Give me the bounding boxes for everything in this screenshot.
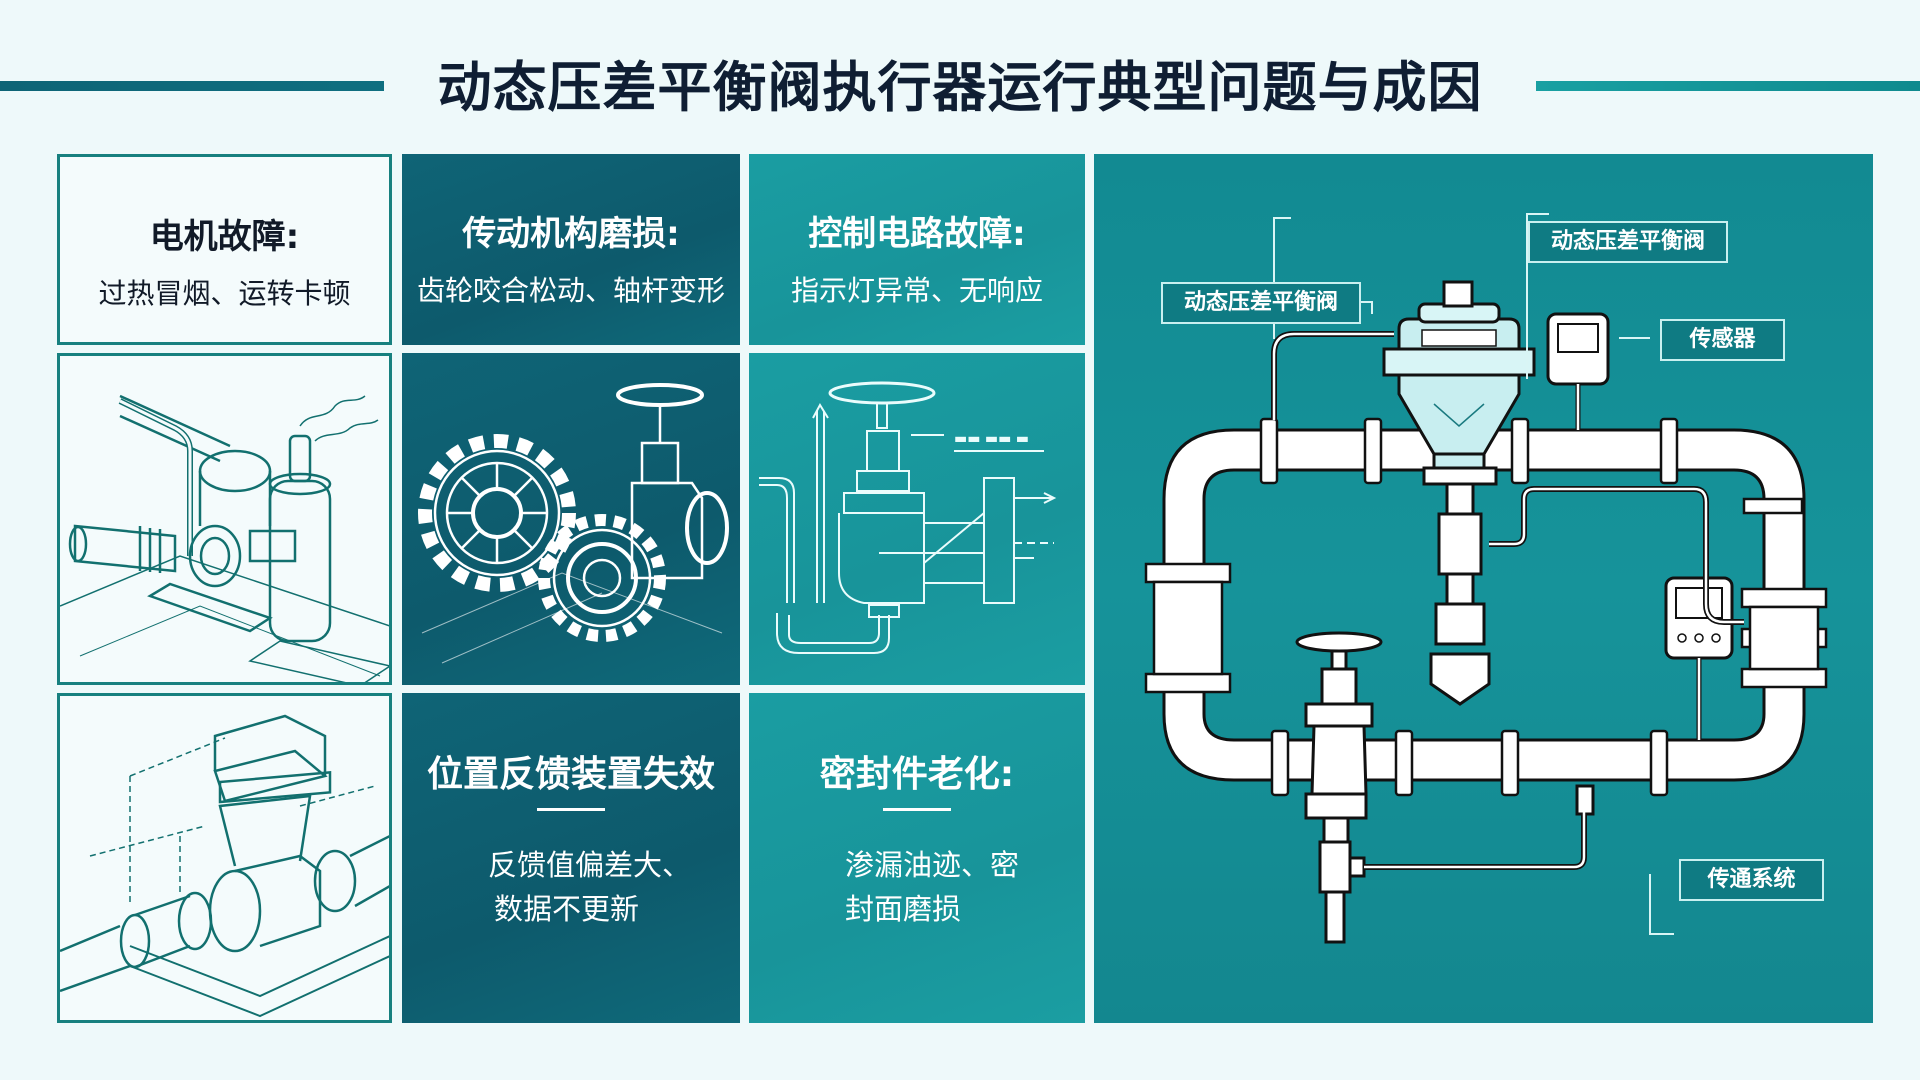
overheating-motor-illustration (57, 353, 392, 685)
card-detail: 过热冒烟、运转卡顿 (98, 277, 351, 310)
card-heading: 传动机构磨损: (462, 214, 680, 254)
actuator-on-pipe-illustration (57, 693, 392, 1023)
card-detail: 齿轮咬合松动、轴杆变形 (416, 274, 725, 307)
card-detail-line: 反馈值偏差大、 (488, 848, 692, 882)
heading-divider (537, 808, 605, 811)
gears-drawing (418, 383, 729, 664)
card-detail-line: 渗漏油迹、密 (845, 848, 1020, 882)
card-detail: 指示灯异常、无响应 (790, 274, 1043, 307)
gate-valve (1295, 631, 1595, 944)
card-heading: 控制电路故障: (808, 214, 1026, 254)
card-transmission-wear: 传动机构磨损: 齿轮咬合松动、轴杆变形 (402, 154, 740, 345)
label-sensor: 传感器 (1660, 319, 1785, 361)
label-dp-valve-top: 动态压差平衡阀 (1528, 221, 1728, 263)
card-heading: 位置反馈装置失效 (426, 754, 715, 795)
gears-and-valve-illustration (402, 353, 740, 685)
card-detail-line: 数据不更新 (494, 892, 640, 926)
angle-valve-blueprint-illustration: ▬▬ ▬▬ ▬ (749, 353, 1085, 685)
card-detail-line: 封面磨损 (845, 892, 962, 926)
actuator-drawing (60, 714, 389, 1018)
heading-divider (883, 808, 951, 811)
title-rule-right (1536, 81, 1920, 91)
page-title: 动态压差平衡阀执行器运行典型问题与成因 (437, 56, 1483, 119)
motor-drawing (60, 394, 389, 682)
sensors (1546, 312, 1734, 740)
dp-balancing-valve (1382, 280, 1536, 706)
card-control-circuit-fault: 控制电路故障: 指示灯异常、无响应 (749, 154, 1085, 345)
card-heading: 密封件老化: (819, 754, 1015, 795)
piping-diagram-drawing (1144, 213, 1828, 944)
card-seal-aging: 密封件老化: 渗漏油迹、密 封面磨损 (749, 693, 1085, 1023)
blueprint-drawing: ▬▬ ▬▬ ▬ (759, 381, 1057, 654)
label-transmission-system: 传通系统 (1679, 859, 1824, 901)
flanges (1144, 417, 1828, 797)
piping-system-diagram: 动态压差平衡阀 动态压差平衡阀 传感器 传通系统 (1094, 154, 1873, 1023)
label-dp-valve-left: 动态压差平衡阀 (1161, 282, 1361, 324)
blueprint-garbled-label: ▬▬ ▬▬ ▬ (954, 431, 1029, 447)
title-rule-left (0, 81, 384, 91)
card-heading: 电机故障: (149, 217, 300, 257)
card-detail: 渗漏油迹、密 封面磨损 (845, 843, 1019, 931)
card-detail: 反馈值偏差大、 数据不更新 (488, 843, 691, 931)
loop-pipe (1162, 428, 1806, 782)
handwheel-valve (616, 383, 729, 580)
card-position-feedback-failure: 位置反馈装置失效 反馈值偏差大、 数据不更新 (402, 693, 740, 1023)
card-motor-fault: 电机故障: 过热冒烟、运转卡顿 (57, 154, 392, 345)
large-gear (418, 434, 576, 592)
